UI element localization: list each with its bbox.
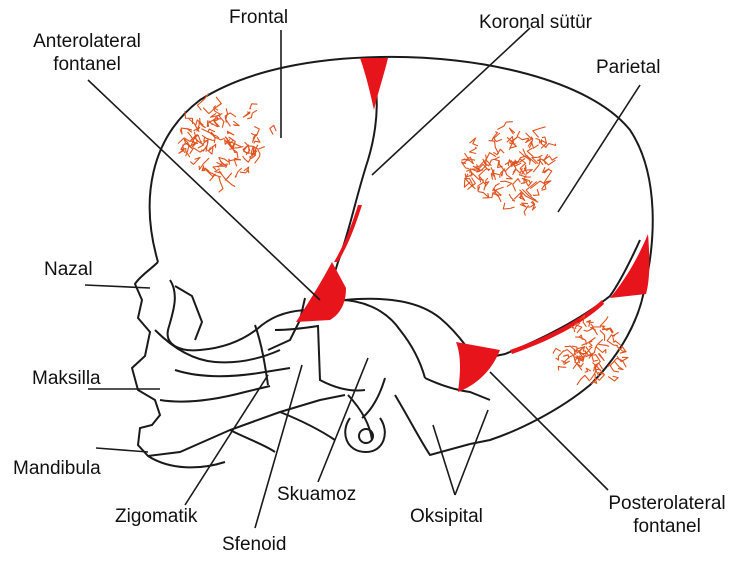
anterior-fontanelle-top <box>360 58 388 110</box>
label-posterolateral-line1: Posterolateral <box>596 492 738 515</box>
label-parietal: Parietal <box>596 56 660 79</box>
parietal-ossification-center <box>462 122 558 216</box>
label-nazal: Nazal <box>44 258 93 281</box>
leader-nazal <box>85 285 150 288</box>
ossification-scribble <box>462 122 558 216</box>
label-frontal: Frontal <box>229 6 288 29</box>
label-anterolateral-line2: fontanel <box>17 53 157 76</box>
leader-anterolateral <box>88 80 320 300</box>
leader-oksipital-1 <box>433 425 455 495</box>
coronal-suture <box>330 60 377 288</box>
label-zigomatik: Zigomatik <box>115 505 197 528</box>
label-anterolateral-fontanel: Anterolateral fontanel <box>17 30 157 76</box>
ossification-scribble <box>178 94 276 193</box>
label-posterolateral-line2: fontanel <box>596 515 738 538</box>
leader-skuamoz <box>318 358 368 482</box>
skull-outline <box>150 57 653 444</box>
lambdoid-red-band <box>510 300 604 354</box>
lambdoid-suture <box>476 240 640 360</box>
leader-oksipital-2 <box>455 410 488 495</box>
mastoid-outline <box>345 418 385 452</box>
leader-zigomatik <box>185 375 268 505</box>
posterolateral-fontanelle <box>456 342 500 392</box>
coronal-suture-red-band <box>334 205 362 262</box>
frontal-ossification-center <box>178 94 276 193</box>
label-sfenoid: Sfenoid <box>222 533 286 556</box>
label-oksipital: Oksipital <box>410 505 483 528</box>
label-skuamoz: Skuamoz <box>277 483 356 506</box>
label-mandibula: Mandibula <box>13 457 101 480</box>
leader-koronal <box>372 28 530 175</box>
leader-posterolateral <box>490 372 608 490</box>
anterolateral-fontanelle <box>296 262 346 322</box>
label-anterolateral-line1: Anterolateral <box>17 30 157 53</box>
label-koronal-sutur: Koronal sütür <box>479 11 592 34</box>
label-maksilla: Maksilla <box>32 367 101 390</box>
label-posterolateral-fontanel: Posterolateral fontanel <box>596 492 738 538</box>
